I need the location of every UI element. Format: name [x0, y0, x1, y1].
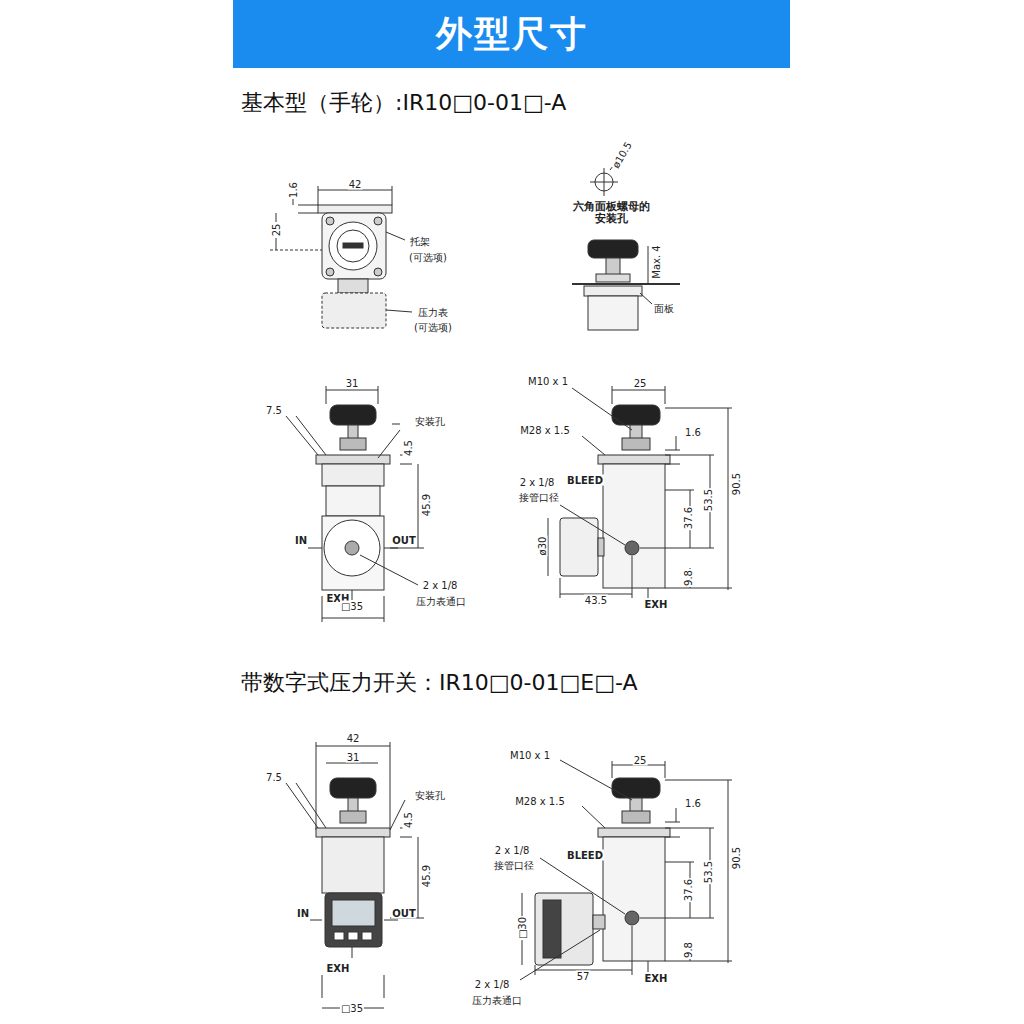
- dimension-label: ø30: [537, 536, 548, 557]
- dimension-label: Max. 4: [651, 244, 662, 279]
- dimension-label: ø10.5: [610, 139, 635, 171]
- dimension-label: M10 x 1: [509, 750, 551, 761]
- dimension-label: 1.6: [288, 181, 299, 199]
- dimension-label: 压力表通口: [471, 995, 523, 1006]
- dimension-label: 43.5: [584, 595, 608, 606]
- section-heading: 带数字式压力开关：IR10□0-01□E□-A: [240, 671, 638, 695]
- dimension-label: (可选项): [408, 252, 448, 263]
- front-view-basic: [286, 386, 424, 622]
- dimension-label: 9.8: [683, 569, 694, 587]
- dimension-label: 安装孔: [414, 790, 446, 801]
- section-heading: 基本型（手轮）:IR10□0-01□-A: [240, 91, 567, 115]
- dimension-label: 2 x 1/8: [494, 845, 531, 856]
- dimension-label: 57: [576, 971, 591, 982]
- dimension-label: 1.6: [684, 427, 702, 438]
- top-view: [270, 182, 412, 328]
- dimension-label: EXH: [644, 599, 669, 610]
- dimension-label: 53.5: [703, 860, 714, 884]
- dimension-label: 2 x 1/8: [474, 979, 511, 990]
- dimension-label: EXH: [326, 963, 351, 974]
- dimension-label: 37.6: [683, 878, 694, 902]
- dimension-label: 42: [346, 733, 361, 744]
- dimension-label: 90.5: [731, 846, 742, 870]
- dimension-label: 42: [348, 179, 363, 190]
- dimension-label: 六角面板螺母的 安装孔: [567, 201, 655, 225]
- dimension-label: 压力表通口: [415, 596, 467, 607]
- panel-mount: [572, 162, 680, 330]
- dimension-label: 37.6: [683, 506, 694, 530]
- dimension-label: M28 x 1.5: [519, 425, 571, 436]
- dimension-label: 托架: [409, 236, 431, 247]
- side-view-basic: [548, 386, 732, 598]
- dimension-label: 7.5: [265, 405, 283, 416]
- front-view-switch: [286, 742, 424, 1008]
- dimension-label: □35: [340, 601, 364, 612]
- dimension-label: □30: [517, 916, 528, 940]
- title: 外型尺寸: [436, 10, 588, 59]
- dimension-label: 1.6: [684, 798, 702, 809]
- dimension-label: M10 x 1: [527, 376, 569, 387]
- dimension-label: 31: [345, 378, 360, 389]
- dimension-label: BLEED: [566, 475, 604, 486]
- dimension-label: 接管口径: [493, 860, 535, 871]
- dimension-label: 安装孔: [414, 416, 446, 427]
- dimension-label: IN: [294, 535, 308, 546]
- dimension-label: 4.5: [403, 439, 414, 457]
- dimension-label: 31: [346, 752, 361, 763]
- dimension-label: OUT: [391, 908, 416, 919]
- dimension-label: M28 x 1.5: [514, 796, 566, 807]
- dimension-label: 90.5: [731, 472, 742, 496]
- dimension-label: 2 x 1/8: [519, 477, 556, 488]
- dimension-label: 4.5: [403, 811, 414, 829]
- dimension-label: (可选项): [413, 322, 453, 333]
- dimension-label: 25: [271, 223, 282, 238]
- dimension-label: 7.5: [265, 772, 283, 783]
- dimension-label: 45.9: [421, 493, 432, 517]
- dimension-label: OUT: [391, 535, 416, 546]
- dimension-label: EXH: [644, 973, 669, 984]
- dimension-label: 接管口径: [518, 492, 560, 503]
- dimension-label: □35: [340, 1003, 364, 1014]
- dimension-label: 9.8: [683, 941, 694, 959]
- dimension-label: 压力表: [417, 307, 449, 318]
- dimension-label: 25: [633, 755, 648, 766]
- dimension-label: 25: [633, 378, 648, 389]
- title-band: 外型尺寸: [233, 0, 790, 68]
- dimension-label: IN: [296, 908, 310, 919]
- dimension-label: 2 x 1/8: [422, 580, 459, 591]
- side-view-switch: [520, 760, 732, 980]
- dimension-label: 45.9: [421, 864, 432, 888]
- dimension-label: 面板: [653, 303, 675, 314]
- dimension-label: 53.5: [703, 488, 714, 512]
- dimension-label: BLEED: [566, 850, 604, 861]
